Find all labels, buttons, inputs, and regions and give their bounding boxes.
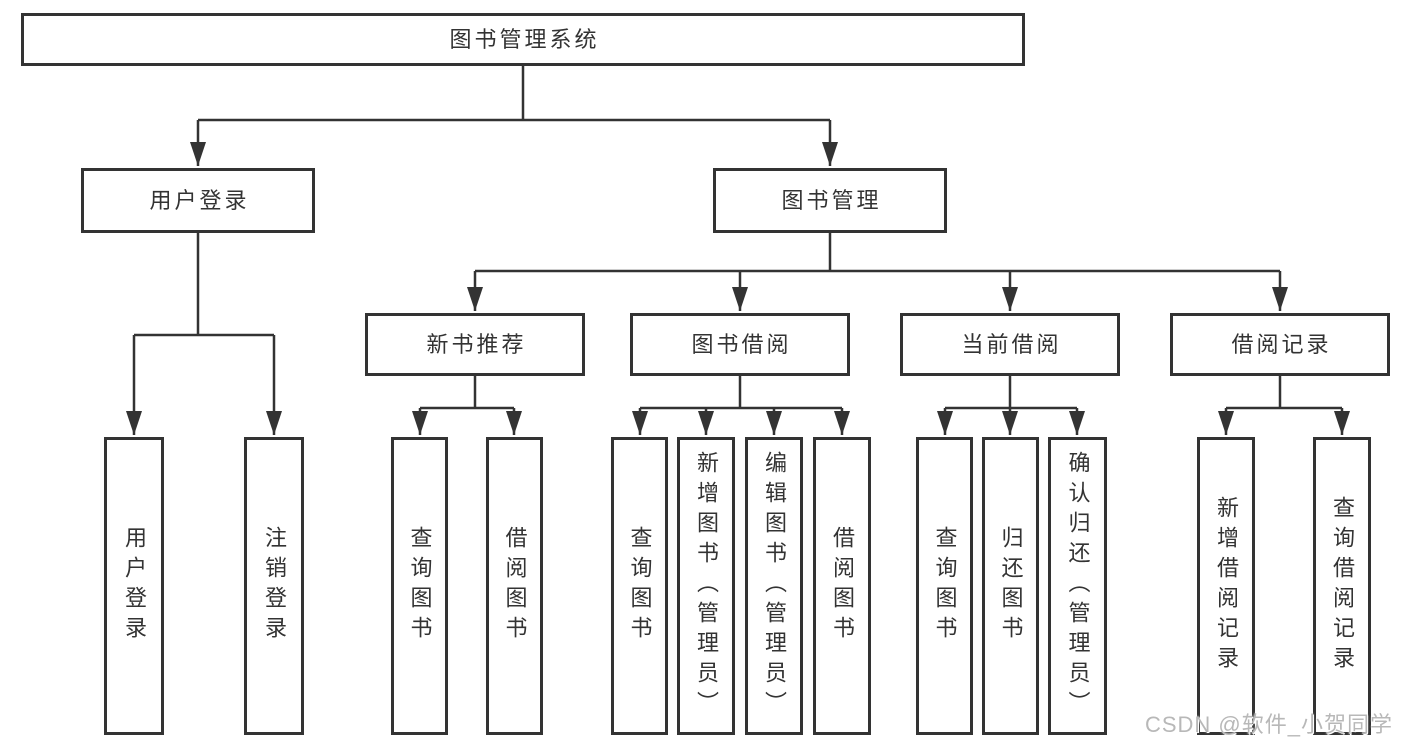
leaf-return-books: 归还图书 <box>982 437 1039 735</box>
node-current-borrowing: 当前借阅 <box>900 313 1120 376</box>
leaf-borrow-books-borrowing: 借阅图书 <box>813 437 871 735</box>
leaf-query-books-current: 查询图书 <box>916 437 973 735</box>
leaf-user-login: 用户登录 <box>104 437 164 735</box>
csdn-watermark: CSDN @软件_小贺同学 <box>1144 712 1393 737</box>
leaf-add-borrow-record: 新增借阅记录 <box>1197 437 1255 735</box>
leaf-query-books-recommend: 查询图书 <box>391 437 448 735</box>
leaf-query-books-borrowing: 查询图书 <box>611 437 668 735</box>
leaf-query-borrow-record: 查询借阅记录 <box>1313 437 1371 735</box>
leaf-edit-books-admin: 编辑图书（管理员） <box>745 437 803 735</box>
leaf-borrow-books-recommend: 借阅图书 <box>486 437 543 735</box>
leaf-confirm-return-admin: 确认归还（管理员） <box>1048 437 1107 735</box>
node-user-login: 用户登录 <box>81 168 315 233</box>
connector-skeleton <box>134 66 1342 410</box>
node-book-borrowing: 图书借阅 <box>630 313 850 376</box>
leaf-logout-login: 注销登录 <box>244 437 304 735</box>
leaf-add-books-admin: 新增图书（管理员） <box>677 437 735 735</box>
node-book-management: 图书管理 <box>713 168 947 233</box>
node-new-book-recommendation: 新书推荐 <box>365 313 585 376</box>
node-borrowing-records: 借阅记录 <box>1170 313 1390 376</box>
node-library-system: 图书管理系统 <box>21 13 1025 66</box>
